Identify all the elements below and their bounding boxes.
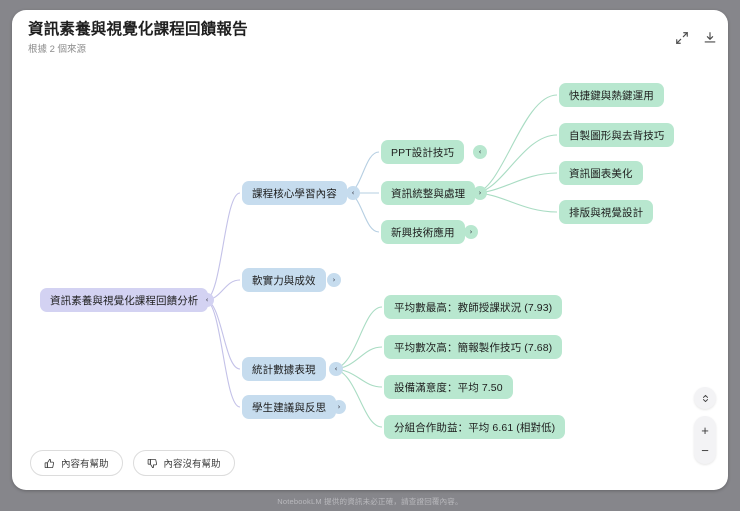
- mindmap-leaf-highest-mean[interactable]: 平均數最高：教師授課狀況 (7.93): [384, 295, 563, 319]
- node-label: 自製圖形與去背技巧: [569, 129, 665, 142]
- expand-icon[interactable]: [674, 30, 690, 46]
- node-label: 軟實力與成效: [252, 274, 316, 287]
- toggle-statistics[interactable]: ‹: [329, 362, 343, 376]
- helpful-button[interactable]: 內容有幫助: [30, 450, 123, 476]
- node-label: 資訊圖表美化: [569, 167, 633, 180]
- mindmap-node-statistics[interactable]: 統計數據表現: [242, 357, 326, 381]
- download-icon[interactable]: [702, 30, 718, 46]
- node-label: 設備滿意度：平均 7.50: [394, 381, 503, 394]
- thumbs-up-icon: [44, 458, 55, 469]
- mindmap-node-root[interactable]: 資訊素養與視覺化課程回饋分析: [40, 288, 209, 312]
- mindmap-node-info-processing[interactable]: 資訊統整與處理: [381, 181, 476, 205]
- zoom-controls: + −: [694, 387, 716, 464]
- feedback-bar: 內容有幫助 內容沒有幫助: [30, 450, 235, 476]
- mindmap-leaf-equipment-satisfaction[interactable]: 設備滿意度：平均 7.50: [384, 375, 513, 399]
- page-title: 資訊素養與視覺化課程回饋報告: [28, 21, 248, 38]
- mindmap-leaf-second-mean[interactable]: 平均數次高：簡報製作技巧 (7.68): [384, 335, 563, 359]
- fit-to-screen-button[interactable]: [694, 387, 716, 409]
- node-label: 平均數最高：教師授課狀況 (7.93): [394, 301, 553, 314]
- mindmap-leaf-custom-shapes[interactable]: 自製圖形與去背技巧: [559, 123, 675, 147]
- node-label: 新興技術應用: [391, 226, 455, 239]
- mindmap-leaf-shortcuts[interactable]: 快捷鍵與熱鍵運用: [559, 83, 664, 107]
- mindmap-leaf-infographic-styling[interactable]: 資訊圖表美化: [559, 161, 643, 185]
- mindmap-canvas[interactable]: 資訊素養與視覺化課程回饋分析 ‹ 課程核心學習內容 ‹ 軟實力與成效 › 統計數…: [12, 62, 728, 446]
- mindmap-leaf-layout-design[interactable]: 排版與視覺設計: [559, 200, 654, 224]
- mindmap-edges: [204, 94, 558, 428]
- header-actions: [674, 30, 718, 46]
- node-label: 學生建議與反思: [252, 401, 327, 414]
- source-count-label: 根據 2 個來源: [28, 44, 87, 55]
- toggle-soft-skills[interactable]: ›: [327, 273, 341, 287]
- node-label: 分組合作助益：平均 6.61 (相對低): [394, 421, 556, 434]
- toggle-info-processing[interactable]: ›: [473, 186, 487, 200]
- node-label: 課程核心學習內容: [252, 187, 337, 200]
- mindmap-node-student-feedback[interactable]: 學生建議與反思: [242, 395, 337, 419]
- zoom-in-button[interactable]: +: [701, 422, 709, 438]
- toggle-root[interactable]: ‹: [200, 293, 214, 307]
- mindmap-node-core-content[interactable]: 課程核心學習內容: [242, 181, 347, 205]
- zoom-pill: + −: [694, 416, 716, 464]
- card-header: 資訊素養與視覺化課程回饋報告 根據 2 個來源: [12, 10, 728, 62]
- toggle-core-content[interactable]: ‹: [346, 186, 360, 200]
- not-helpful-button[interactable]: 內容沒有幫助: [132, 450, 235, 476]
- helpful-label: 內容有幫助: [61, 459, 109, 470]
- mindmap-node-emerging-tech[interactable]: 新興技術應用: [381, 220, 465, 244]
- toggle-emerging-tech[interactable]: ›: [464, 225, 478, 239]
- disclaimer-text: NotebookLM 提供的資訊未必正確，請查證回覆內容。: [277, 497, 463, 506]
- node-label: PPT設計技巧: [391, 146, 455, 159]
- fit-to-screen-icon: [702, 394, 708, 402]
- mindmap-leaf-group-collaboration[interactable]: 分組合作助益：平均 6.61 (相對低): [384, 415, 566, 439]
- mindmap-node-ppt-design[interactable]: PPT設計技巧: [381, 140, 465, 164]
- node-label: 資訊素養與視覺化課程回饋分析: [50, 294, 199, 307]
- node-label: 平均數次高：簡報製作技巧 (7.68): [394, 341, 553, 354]
- mindmap-node-soft-skills[interactable]: 軟實力與成效: [242, 268, 326, 292]
- node-label: 統計數據表現: [252, 363, 316, 376]
- zoom-out-button[interactable]: −: [701, 442, 709, 458]
- toggle-student-feedback[interactable]: ›: [332, 400, 346, 414]
- node-label: 排版與視覺設計: [569, 206, 644, 219]
- node-label: 資訊統整與處理: [391, 187, 466, 200]
- report-card: 資訊素養與視覺化課程回饋報告 根據 2 個來源: [12, 10, 728, 490]
- node-label: 快捷鍵與熱鍵運用: [569, 89, 654, 102]
- toggle-ppt-design[interactable]: ‹: [473, 145, 487, 159]
- thumbs-down-icon: [147, 458, 158, 469]
- not-helpful-label: 內容沒有幫助: [163, 459, 221, 470]
